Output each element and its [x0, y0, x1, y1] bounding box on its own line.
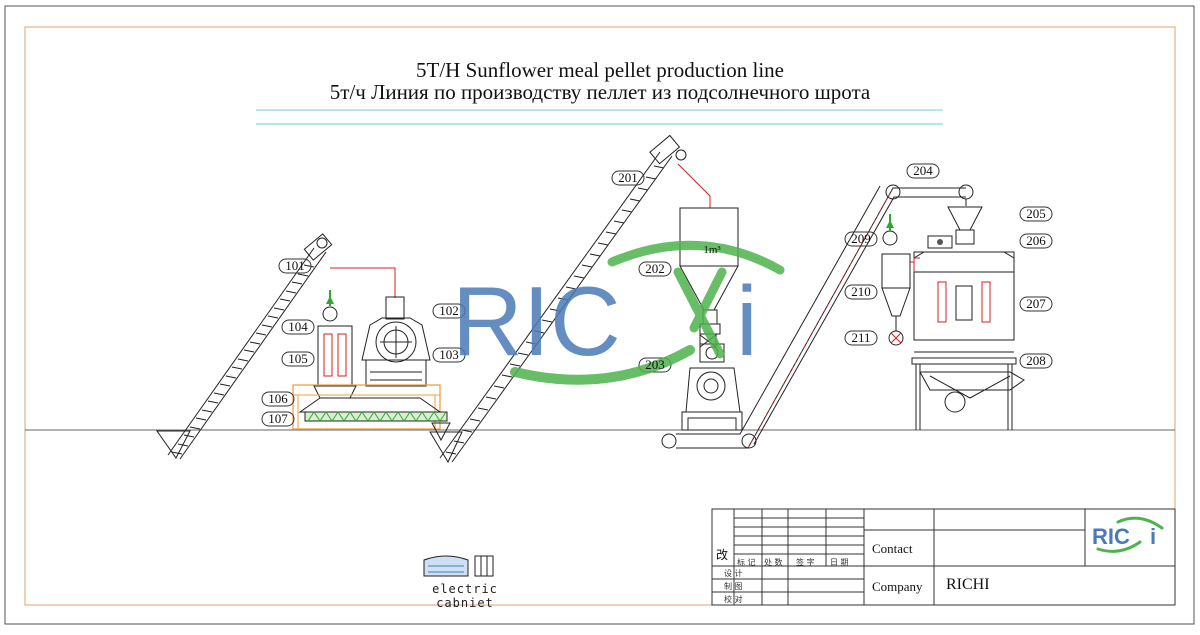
label-207: 207	[1026, 296, 1046, 311]
platform-106	[292, 384, 441, 430]
electric-cabinet-label: electric cabniet	[432, 582, 498, 610]
vibrating-screen-208	[915, 364, 1025, 430]
air-pipe-101	[330, 267, 396, 298]
hammer-mill-102	[361, 296, 431, 387]
label-211: 211	[851, 330, 871, 345]
feed-pipe-201	[677, 163, 711, 208]
outer-frame	[4, 5, 1195, 625]
logo-text-right: i	[1150, 524, 1157, 549]
label-103: 103	[439, 347, 459, 362]
role-drawing: 制 图	[724, 582, 743, 591]
watermark-text-left: RIC	[452, 266, 621, 376]
label-107: 107	[268, 411, 288, 426]
silo-volume-label: 1m³	[703, 244, 721, 256]
revision-mark: 改	[716, 548, 729, 562]
electric-cabinet-icon	[423, 555, 494, 577]
label-202: 202	[645, 261, 665, 276]
label-209: 209	[851, 231, 871, 246]
screw-conveyor-107	[298, 397, 451, 442]
role-check: 校 对	[724, 595, 743, 604]
label-105: 105	[288, 351, 308, 366]
row-header-count: 处 数	[764, 558, 783, 567]
label-106: 106	[268, 391, 288, 406]
label-101: 101	[285, 258, 305, 273]
diagram-title-ru: 5т/ч Линия по производству пеллет из под…	[329, 80, 871, 104]
label-104: 104	[288, 319, 308, 334]
row-header-date: 日 期	[830, 558, 849, 567]
row-header-sign: 签 字	[796, 558, 815, 567]
label-205: 205	[1026, 206, 1046, 221]
row-header-mark: 标 记	[737, 558, 756, 567]
cyclone-210	[881, 214, 920, 346]
diagram-title-en: 5T/H Sunflower meal pellet production li…	[416, 58, 784, 82]
screw-conveyor-101	[156, 233, 333, 460]
label-208: 208	[1026, 353, 1046, 368]
role-design: 设 计	[724, 569, 743, 578]
label-204: 204	[913, 163, 933, 178]
label-206: 206	[1026, 233, 1046, 248]
bucket-elevator-204	[661, 184, 974, 449]
label-203: 203	[645, 357, 665, 372]
label-102: 102	[439, 303, 459, 318]
drawing-border	[24, 26, 1176, 606]
label-210: 210	[851, 284, 871, 299]
logo-text-left: RIC	[1092, 524, 1130, 549]
label-201: 201	[618, 170, 638, 185]
title-block	[711, 508, 1176, 606]
company-value: RICHI	[946, 576, 990, 593]
pulse-dust-collector-104	[313, 290, 357, 399]
label-bubbles	[261, 163, 1053, 427]
company-label: Company	[872, 579, 923, 594]
richi-logo-small	[1096, 516, 1164, 553]
counterflow-cooler-207	[911, 206, 1017, 365]
screw-conveyor-201	[429, 134, 687, 464]
contact-label: Contact	[872, 541, 913, 556]
richi-watermark: RIC i	[452, 240, 785, 385]
pellet-mill-203	[681, 343, 743, 431]
watermark-text-right: i	[736, 266, 758, 376]
